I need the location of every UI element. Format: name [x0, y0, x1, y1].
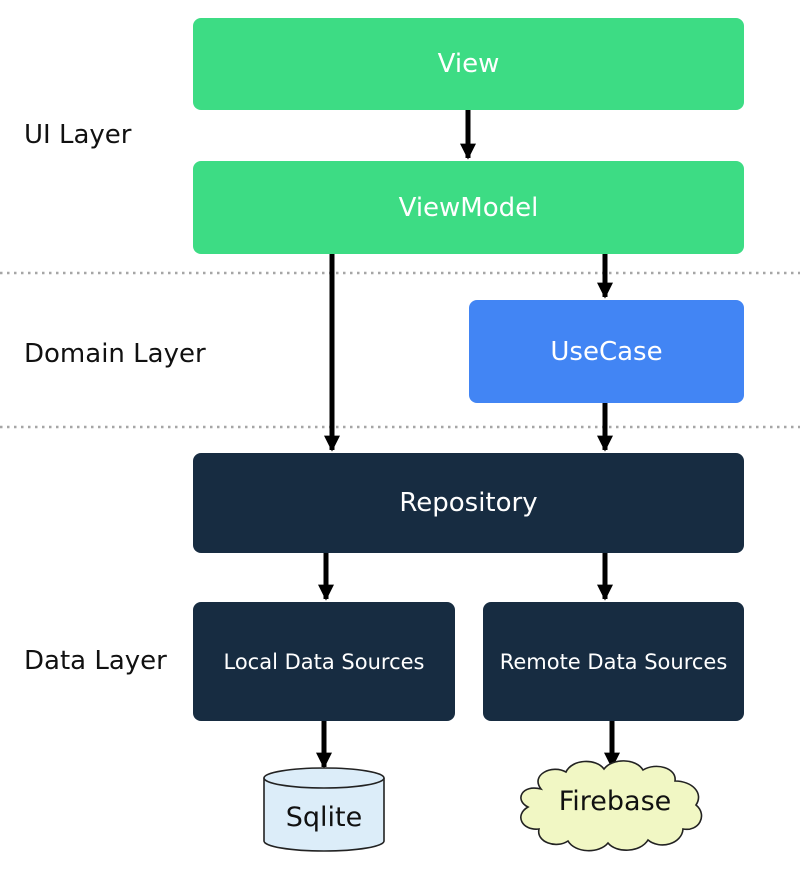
domain-layer-label: Domain Layer — [24, 339, 206, 369]
sqlite-cylinder — [263, 767, 385, 852]
view-box: View — [193, 18, 744, 110]
usecase-box: UseCase — [469, 300, 744, 403]
ui-layer-label: UI Layer — [24, 120, 132, 150]
sqlite-label: Sqlite — [285, 802, 363, 833]
local-data-sources-label: Local Data Sources — [223, 649, 425, 674]
viewmodel-box: ViewModel — [193, 161, 744, 254]
firebase-cloud — [520, 760, 703, 852]
data-layer-label: Data Layer — [24, 646, 167, 676]
remote-data-sources-label: Remote Data Sources — [499, 649, 728, 674]
viewmodel-label: ViewModel — [398, 192, 539, 223]
local-data-sources-box: Local Data Sources — [193, 602, 455, 721]
repository-label: Repository — [399, 488, 538, 518]
firebase-label: Firebase — [558, 786, 672, 817]
repository-box: Repository — [193, 453, 744, 553]
usecase-label: UseCase — [550, 336, 663, 367]
remote-data-sources-box: Remote Data Sources — [483, 602, 744, 721]
view-label: View — [437, 49, 500, 79]
